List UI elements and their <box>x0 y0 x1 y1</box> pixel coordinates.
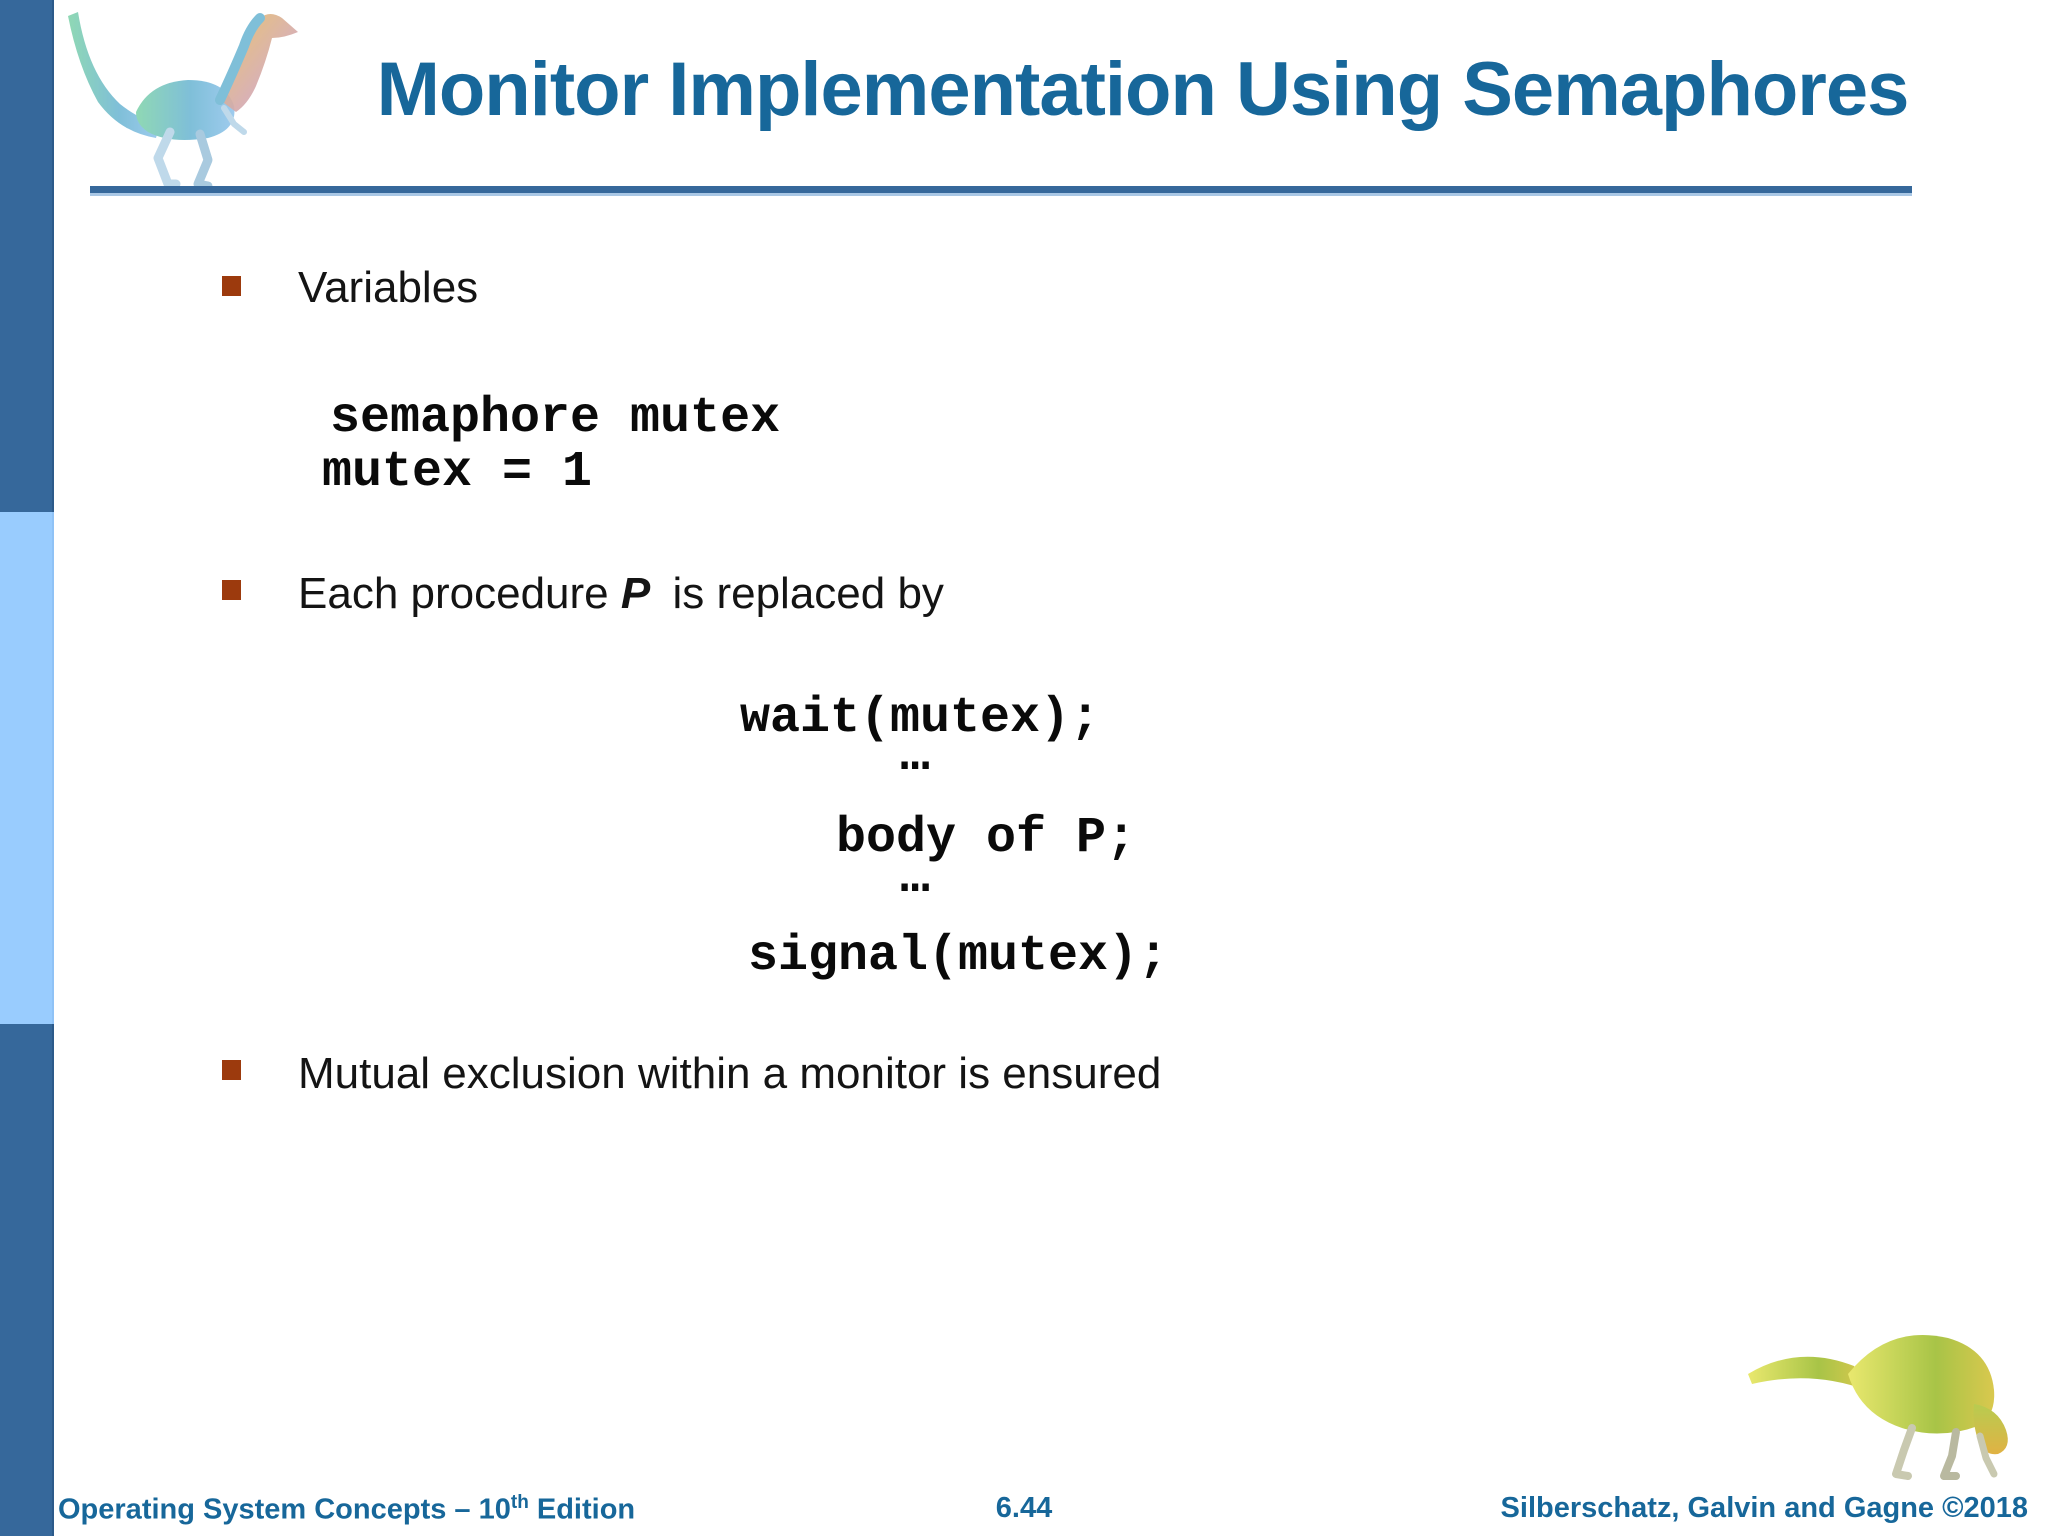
code-body-of-p: body of P; <box>836 810 1137 867</box>
bullet-mutual-exclusion: Mutual exclusion within a monitor is ens… <box>298 1049 1162 1098</box>
code-mutex-init: mutex = 1 <box>322 444 593 501</box>
code-ellipsis-2: … <box>900 850 931 907</box>
dinosaur-footer-icon <box>1748 1334 2008 1480</box>
slide-title: Monitor Implementation Using Semaphores <box>376 47 1910 132</box>
bullet-procedure: Each procedure P is replaced by <box>298 568 944 620</box>
code-ellipsis-1: … <box>900 728 931 785</box>
code-semaphore-declaration: semaphore mutex <box>330 390 781 447</box>
footer-edition-superscript: th <box>510 1492 529 1513</box>
sidebar-stripe <box>0 0 54 1536</box>
title-underline <box>90 186 1912 196</box>
bullet-marker-variables <box>222 276 241 296</box>
sidebar-segment-top <box>0 0 54 512</box>
slide-page-number: 6.44 <box>995 1492 1053 1524</box>
code-signal-mutex: signal(mutex); <box>748 928 1169 985</box>
bullet-variables: Variables <box>298 263 479 312</box>
code-wait-mutex: wait(mutex); <box>740 690 1101 747</box>
footer-book-title-pre: Operating System Concepts – 10 <box>58 1493 511 1526</box>
bullet-procedure-pre: Each procedure <box>298 569 621 618</box>
footer-book-title: Operating System Concepts – 10th Edition <box>58 1492 635 1527</box>
dinosaur-logo-icon <box>68 12 298 191</box>
procedure-p-symbol: P <box>620 569 651 618</box>
bullet-procedure-post: is replaced by <box>660 569 944 618</box>
footer-authors: Silberschatz, Galvin and Gagne ©2018 <box>1500 1492 2028 1524</box>
bullet-marker-mutual-exclusion <box>222 1060 241 1080</box>
sidebar-segment-middle <box>0 512 54 1024</box>
footer-book-title-post: Edition <box>528 1493 636 1526</box>
bullet-marker-procedure <box>222 580 241 600</box>
sidebar-segment-bottom <box>0 1024 54 1536</box>
